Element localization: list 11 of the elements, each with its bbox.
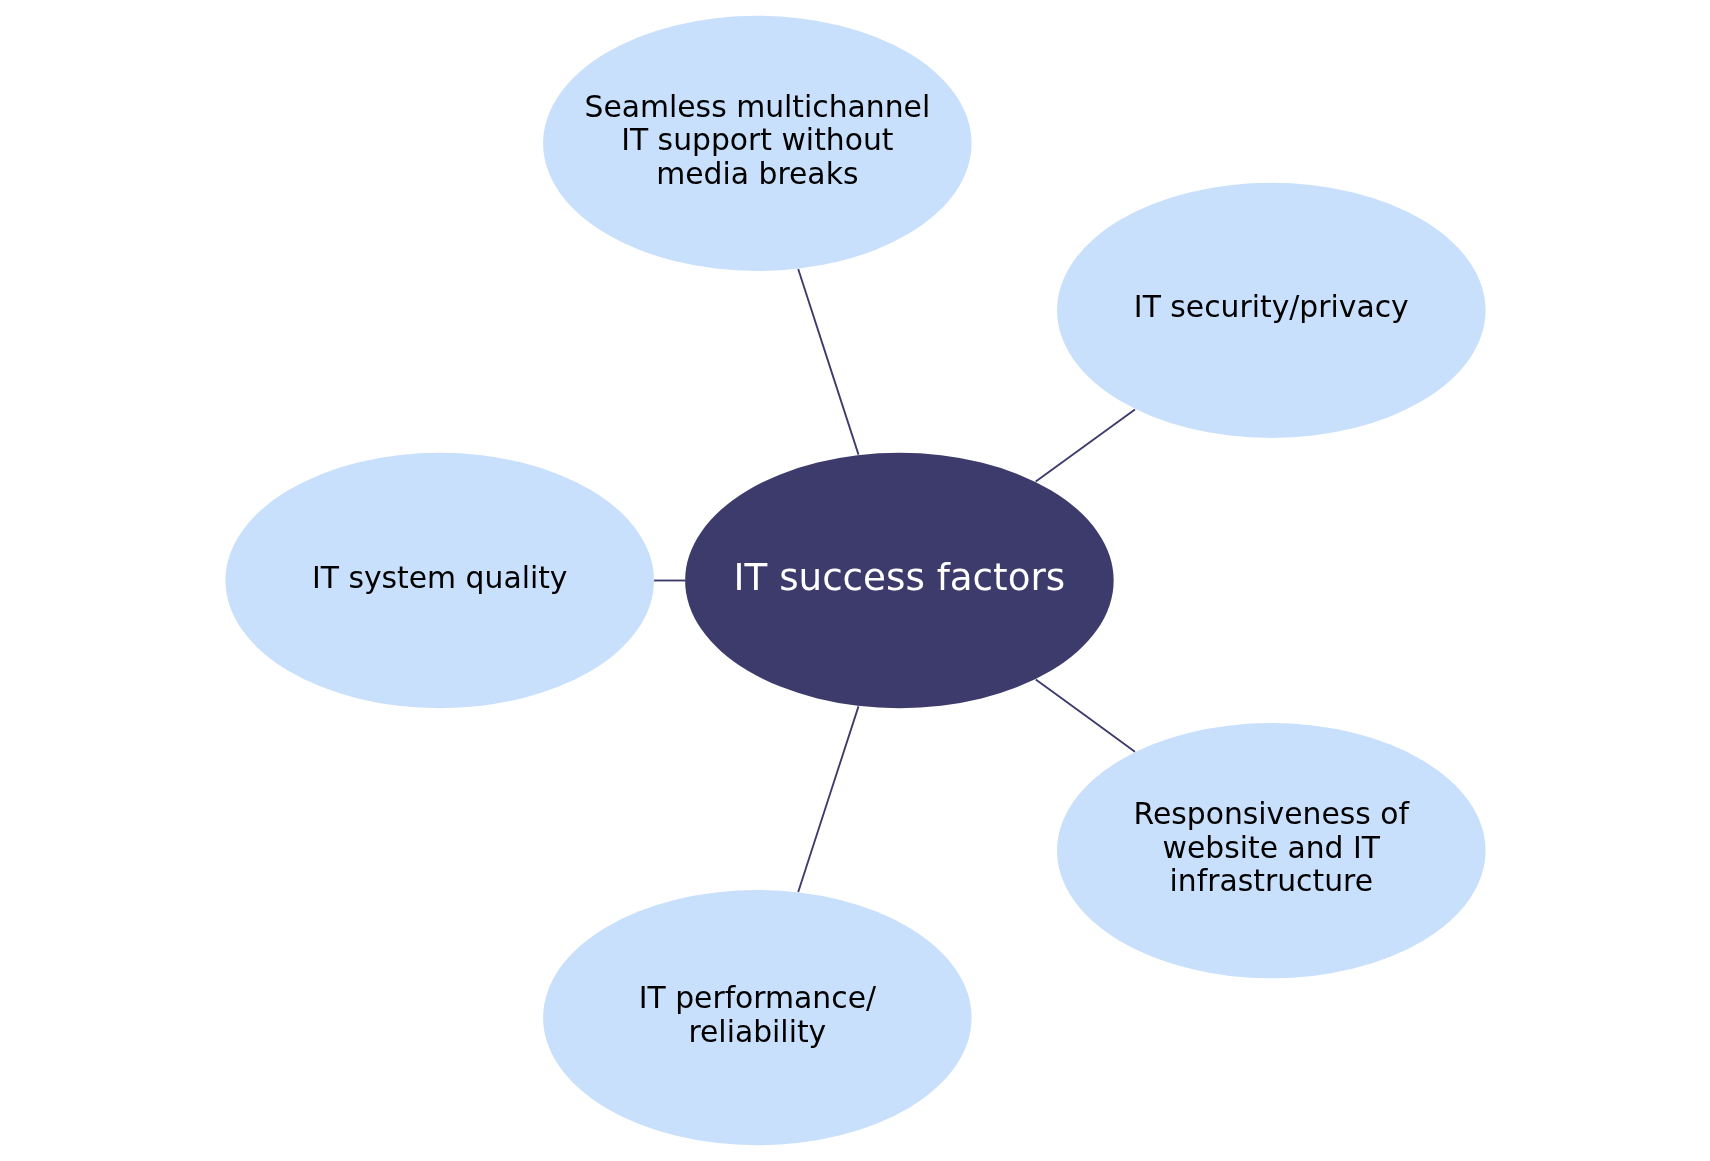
- node-ellipse: Responsiveness of website and IT infrastructure: [1056, 723, 1486, 979]
- node-ellipse: IT system quality: [224, 452, 654, 709]
- node-ellipse: IT success factors: [684, 452, 1114, 709]
- connector: [1034, 408, 1136, 483]
- node-ellipse: IT security/privacy: [1056, 182, 1486, 438]
- connector: [796, 705, 859, 893]
- connector: [652, 579, 686, 582]
- node-ellipse: Seamless multichannel IT support without media breaks: [542, 15, 972, 271]
- connector: [1034, 678, 1136, 753]
- node-ellipse: IT performance/ reliability: [542, 890, 972, 1146]
- connector: [796, 268, 859, 456]
